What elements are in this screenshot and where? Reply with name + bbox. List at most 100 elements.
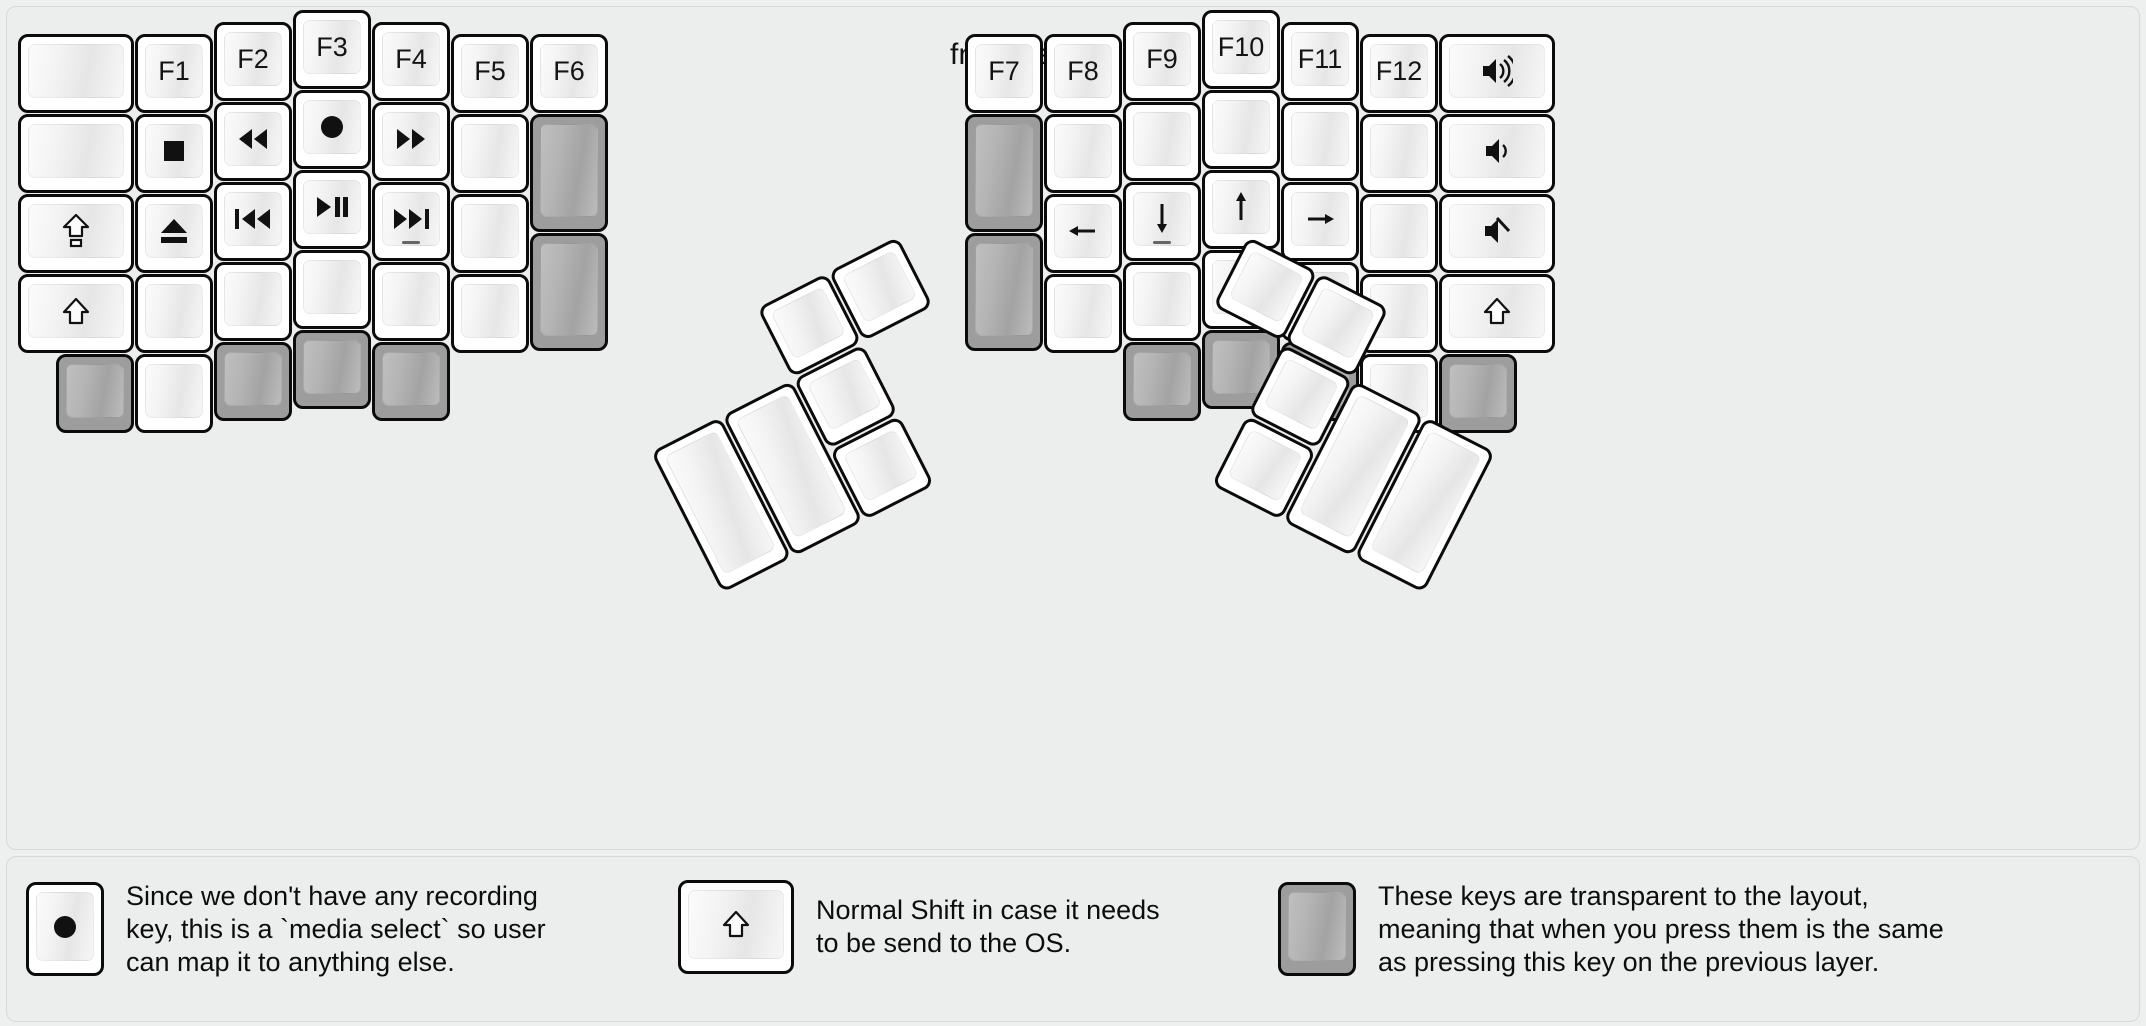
rewind-icon — [236, 127, 270, 151]
volume-mute-icon — [1483, 215, 1511, 247]
col-outer-left-key-caps-lock[interactable] — [18, 194, 134, 273]
col-f2-key-media-rewind[interactable] — [214, 102, 292, 181]
col-f8-key-f8[interactable]: F8 — [1044, 34, 1122, 113]
col-f8-key-blank-r2[interactable] — [1044, 114, 1122, 193]
record-icon — [26, 882, 104, 977]
col-f6-key-f6[interactable]: F6 — [530, 34, 608, 113]
col-f7-key-f7[interactable]: F7 — [965, 34, 1043, 113]
keycap-surface — [145, 124, 203, 178]
keycap-surface — [1370, 204, 1428, 258]
col-f9-key-blank-r4[interactable] — [1123, 262, 1201, 341]
col-outer-right-key-transparent-r5[interactable] — [1439, 354, 1517, 433]
col-outer-right-key-volume-up[interactable] — [1439, 34, 1555, 113]
col-f12-key-blank-r2[interactable] — [1360, 114, 1438, 193]
col-f9-key-arrow-down[interactable] — [1123, 182, 1201, 261]
col-f11-key-arrow-right[interactable] — [1281, 182, 1359, 261]
eject-icon — [158, 216, 190, 246]
key-label: F6 — [553, 55, 585, 86]
keycap-surface — [688, 890, 784, 959]
col-f10-key-blank-r2[interactable] — [1202, 90, 1280, 169]
keycap-surface — [1291, 112, 1349, 166]
col-f4-key-media-next-track[interactable] — [372, 182, 450, 261]
col-f1-key-media-eject[interactable] — [135, 194, 213, 273]
fast-forward-icon — [394, 127, 428, 151]
prev-track-icon — [234, 207, 272, 231]
col-f1-key-f1[interactable]: F1 — [135, 34, 213, 113]
key-label: F2 — [237, 43, 269, 74]
col-f5-key-blank-r3[interactable] — [451, 194, 529, 273]
col-f1-key-blank-r5[interactable] — [135, 354, 213, 433]
col-f5-key-f5[interactable]: F5 — [451, 34, 529, 113]
col-f10-key-arrow-up[interactable] — [1202, 170, 1280, 249]
col-f4-key-transparent-r5[interactable] — [372, 342, 450, 421]
col-f5-key-blank-r4[interactable] — [451, 274, 529, 353]
col-f8-key-blank-r4[interactable] — [1044, 274, 1122, 353]
keycap-surface — [1133, 112, 1191, 166]
key-label: F5 — [474, 55, 506, 86]
col-outer-left-key-blank-r2[interactable] — [18, 114, 134, 193]
keycap-surface — [1133, 352, 1191, 406]
keycap-surface — [1449, 124, 1545, 178]
keycap-surface — [841, 249, 918, 324]
col-f1-key-media-stop[interactable] — [135, 114, 213, 193]
col-outer-right-key-volume-down[interactable] — [1439, 114, 1555, 193]
col-f3-key-media-play-pause[interactable] — [293, 170, 371, 249]
legend-shift-key: Normal Shift in case it needs to be send… — [678, 880, 1160, 974]
col-f2-key-blank-r4[interactable] — [214, 262, 292, 341]
keycap-surface — [1133, 272, 1191, 326]
keycap-surface — [28, 204, 124, 258]
keycap-surface — [1212, 180, 1270, 234]
col-f3-key-blank-r4[interactable] — [293, 250, 371, 329]
key-label: F4 — [395, 43, 427, 74]
col-outer-left-key-shift[interactable] — [18, 274, 134, 353]
col-f7-key-transparent-tall-r3[interactable] — [965, 233, 1043, 351]
col-f4-key-blank-r4[interactable] — [372, 262, 450, 341]
keycap-surface — [1133, 192, 1191, 246]
col-f12-key-blank-r3[interactable] — [1360, 194, 1438, 273]
col-f3-key-media-record[interactable] — [293, 90, 371, 169]
col-f9-key-blank-r2[interactable] — [1123, 102, 1201, 181]
col-f1-key-blank-r4[interactable] — [135, 274, 213, 353]
col-f7-key-transparent-tall-r2[interactable] — [965, 114, 1043, 232]
col-f6-key-transparent-tall-r2[interactable] — [530, 114, 608, 232]
col-f8-key-arrow-left[interactable] — [1044, 194, 1122, 273]
col-f4-key-f4[interactable]: F4 — [372, 22, 450, 101]
key-label: F7 — [988, 55, 1020, 86]
key-label: F1 — [158, 55, 190, 86]
arrow-left-icon — [1068, 218, 1098, 244]
key-label: F9 — [1146, 43, 1178, 74]
col-f12-key-f12[interactable]: F12 — [1360, 34, 1438, 113]
col-f5-key-blank-r2[interactable] — [451, 114, 529, 193]
keycap-surface — [1228, 249, 1305, 324]
shift-icon — [1483, 297, 1511, 326]
col-outer-right-key-shift[interactable] — [1439, 274, 1555, 353]
col-f2-key-media-prev-track[interactable] — [214, 182, 292, 261]
col-f4-key-media-fast-forward[interactable] — [372, 102, 450, 181]
keycap-surface — [382, 112, 440, 166]
col-f3-key-transparent-r5[interactable] — [293, 330, 371, 409]
keycap-surface: F11 — [1291, 32, 1349, 86]
col-f11-key-blank-r2[interactable] — [1281, 102, 1359, 181]
shift-icon — [62, 297, 90, 326]
col-outer-right-key-volume-mute[interactable] — [1439, 194, 1555, 273]
keycap-surface — [1227, 428, 1303, 503]
stop-icon — [160, 137, 188, 165]
col-f6-key-transparent-tall-r3[interactable] — [530, 233, 608, 351]
key-label: F10 — [1217, 31, 1265, 62]
keycap-surface — [1054, 204, 1112, 258]
col-outer-left-key-transparent-r5[interactable] — [56, 354, 134, 433]
key-label: F11 — [1297, 43, 1343, 74]
keycap-surface — [806, 357, 883, 432]
col-f3-key-f3[interactable]: F3 — [293, 10, 371, 89]
keycap-surface — [224, 352, 282, 406]
col-f2-key-f2[interactable]: F2 — [214, 22, 292, 101]
col-outer-left-key-blank-r1[interactable] — [18, 34, 134, 113]
col-f2-key-transparent-r5[interactable] — [214, 342, 292, 421]
col-f10-key-f10[interactable]: F10 — [1202, 10, 1280, 89]
col-f11-key-f11[interactable]: F11 — [1281, 22, 1359, 101]
arrow-up-icon — [1228, 191, 1254, 223]
key-label: F8 — [1067, 55, 1099, 86]
col-f9-key-transparent-r5[interactable] — [1123, 342, 1201, 421]
col-f9-key-f9[interactable]: F9 — [1123, 22, 1201, 101]
